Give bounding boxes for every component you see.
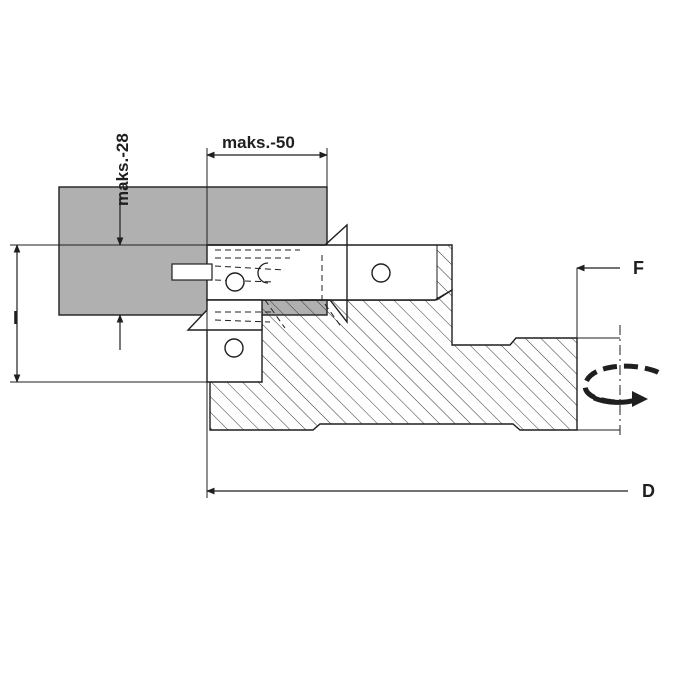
diameter-label: D xyxy=(642,481,655,501)
screw-hole xyxy=(225,272,245,292)
holder-plate xyxy=(206,244,453,301)
dimension-max-depth: maks.-28 xyxy=(113,133,132,350)
rotation-direction-arrow-icon xyxy=(582,363,665,407)
knife-wedge xyxy=(208,223,348,325)
height-label: I xyxy=(13,308,18,328)
knife-holder xyxy=(171,223,453,329)
screw-slot xyxy=(171,263,213,281)
dimension-max-width: maks.-50 xyxy=(206,133,328,245)
screw-hole xyxy=(371,263,391,283)
max-depth-label: maks.-28 xyxy=(113,133,132,206)
dimension-diameter: D xyxy=(206,300,655,501)
screw-hole xyxy=(224,338,244,358)
feed-label: F xyxy=(633,258,644,278)
dimension-height: I xyxy=(10,244,207,383)
dimension-feed: F xyxy=(576,258,644,431)
max-width-label: maks.-50 xyxy=(222,133,295,152)
